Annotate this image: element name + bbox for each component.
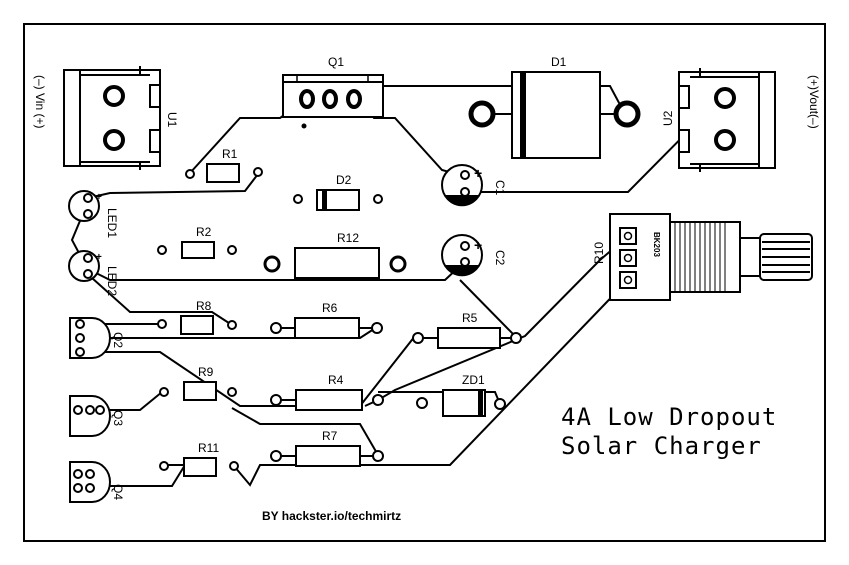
label-r10: R10 bbox=[592, 242, 606, 264]
board-title-line2: Solar Charger bbox=[561, 432, 762, 460]
board-credit: BY hackster.io/techmirtz bbox=[262, 509, 401, 523]
label-vout: (+)Vout(–) bbox=[807, 75, 821, 129]
label-r4: R4 bbox=[328, 373, 344, 387]
label-c2: C2 bbox=[493, 250, 507, 266]
board-title-line1: 4A Low Dropout bbox=[561, 403, 777, 431]
resistor-r8 bbox=[157, 315, 237, 335]
label-c1: C1 bbox=[493, 180, 507, 196]
label-r1: R1 bbox=[222, 147, 238, 161]
resistor-r5 bbox=[412, 327, 522, 349]
label-r9: R9 bbox=[198, 365, 214, 379]
resistor-r2 bbox=[157, 241, 237, 259]
label-vin: (–) Vin (+) bbox=[33, 75, 47, 128]
led-led2: + bbox=[68, 250, 102, 282]
diode-d1 bbox=[468, 71, 641, 159]
svg-text:+: + bbox=[96, 192, 102, 203]
label-q2: Q2 bbox=[111, 332, 125, 348]
transistor-q2 bbox=[69, 317, 111, 359]
board-outline bbox=[23, 23, 826, 542]
label-q3: Q3 bbox=[111, 410, 125, 426]
label-r6: R6 bbox=[322, 301, 338, 315]
transistor-q1 bbox=[282, 74, 384, 129]
label-q4: Q4 bbox=[111, 484, 125, 500]
label-r7: R7 bbox=[322, 429, 338, 443]
label-zd1: ZD1 bbox=[462, 373, 485, 387]
label-u1: U1 bbox=[165, 112, 179, 128]
terminal-u1 bbox=[63, 66, 161, 170]
resistor-r6 bbox=[270, 317, 383, 339]
led-led1: + bbox=[68, 190, 102, 222]
label-d2: D2 bbox=[336, 173, 352, 187]
resistor-r4 bbox=[270, 389, 384, 411]
terminal-u2 bbox=[678, 68, 776, 172]
label-r8: R8 bbox=[196, 299, 212, 313]
label-q1: Q1 bbox=[328, 55, 344, 69]
svg-text:+: + bbox=[474, 165, 482, 181]
label-r5: R5 bbox=[462, 311, 478, 325]
label-d1: D1 bbox=[551, 55, 567, 69]
resistor-r7 bbox=[270, 445, 384, 467]
label-pot-marking: BK203 bbox=[652, 232, 661, 257]
transistor-q3 bbox=[69, 395, 111, 437]
label-u2: U2 bbox=[661, 110, 675, 126]
diode-d2 bbox=[293, 189, 383, 211]
transistor-q4 bbox=[69, 461, 111, 503]
potentiometer-r10 bbox=[609, 213, 813, 301]
resistor-r9 bbox=[159, 381, 237, 401]
resistor-r12 bbox=[263, 247, 407, 279]
resistor-r1 bbox=[185, 163, 263, 183]
capacitor-c1: + bbox=[441, 164, 483, 207]
capacitor-c2: + bbox=[441, 234, 483, 277]
resistor-r11 bbox=[159, 457, 239, 477]
label-led1: LED1 bbox=[105, 208, 119, 238]
label-r2: R2 bbox=[196, 225, 212, 239]
zener-zd1 bbox=[416, 389, 506, 417]
label-r11: R11 bbox=[198, 441, 219, 455]
label-r12: R12 bbox=[337, 231, 359, 245]
svg-text:+: + bbox=[474, 237, 482, 253]
svg-text:+: + bbox=[96, 252, 102, 263]
label-led2: LED2 bbox=[105, 266, 119, 296]
